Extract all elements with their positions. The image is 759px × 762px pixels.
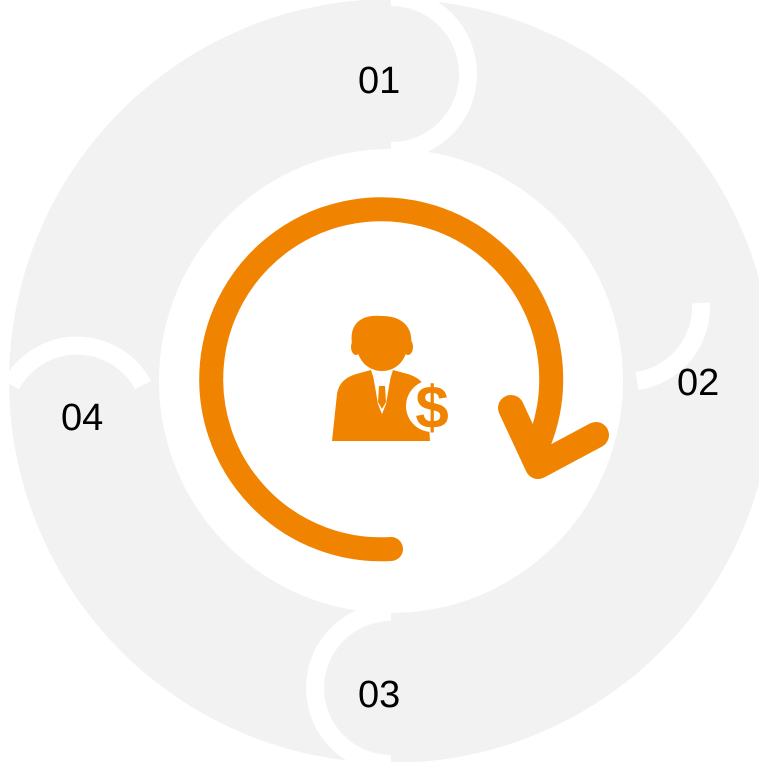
step-label-04: 04 <box>61 397 104 439</box>
dollar-sign: $ <box>415 374 448 441</box>
segment-cap-04 <box>3 336 151 390</box>
businessman-right-ear <box>403 339 413 355</box>
circular-arrow-head <box>498 395 609 479</box>
segment-cap-02 <box>635 302 711 390</box>
circular-arrow-arc <box>199 197 564 562</box>
circular-arrow-icon <box>199 197 609 562</box>
step-label-01: 01 <box>358 60 401 102</box>
businessman-head <box>356 322 408 371</box>
segment-caps <box>3 0 711 762</box>
segment-cap-01 <box>390 0 477 160</box>
cycle-ring <box>9 0 759 762</box>
segment-cap-03 <box>306 603 392 762</box>
step-label-03: 03 <box>358 674 401 716</box>
businessman-left-ear <box>351 339 361 355</box>
businessman-dollar-icon: $ <box>332 315 458 441</box>
businessman-tie <box>378 386 386 409</box>
dollar-coin <box>406 380 458 432</box>
step-label-02: 02 <box>677 362 720 404</box>
